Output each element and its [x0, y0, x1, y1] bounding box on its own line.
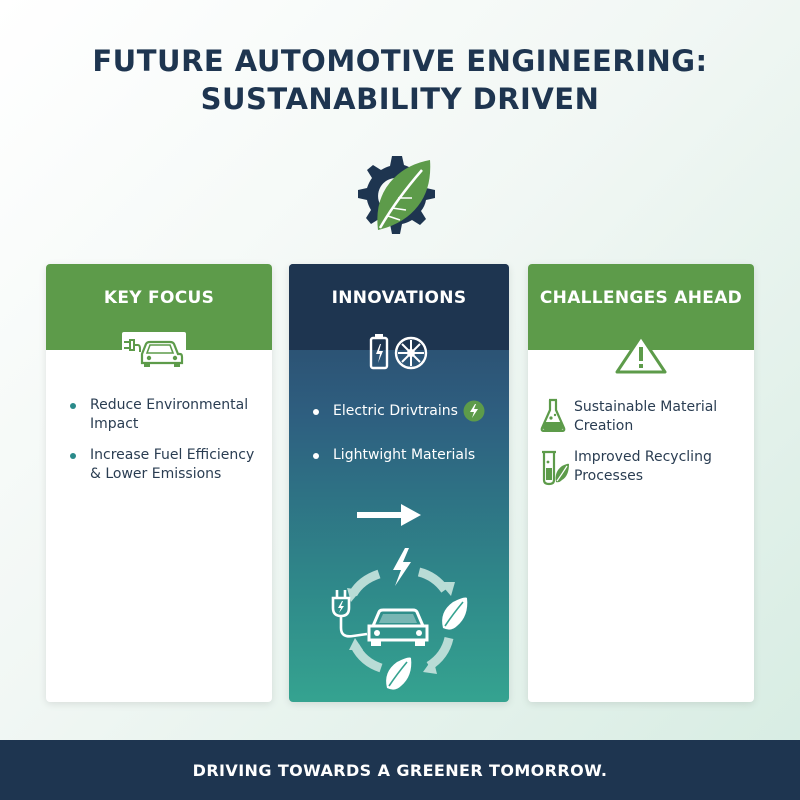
key-focus-card: KEY FOCUS Reduce Environmental Impact In… — [46, 264, 272, 702]
key-focus-list: Reduce Environmental Impact Increase Fue… — [68, 396, 264, 496]
ev-charging-cycle-icon — [331, 548, 468, 690]
innovations-card: INNOVATIONS Electric Drivtrains Lightwig… — [289, 264, 509, 702]
title-line-1: FUTURE AUTOMOTIVE ENGINEERING: — [92, 44, 708, 78]
challenges-card: CHALLENGES AHEAD Sustainable Material Cr… — [528, 264, 754, 702]
innovations-list: Electric Drivtrains Lightwight Materials — [311, 400, 501, 490]
electric-car-plug-icon — [122, 332, 186, 368]
footer-banner: DRIVING TOWARDS A GREENER TOMORROW. — [0, 740, 800, 800]
innovations-title: INNOVATIONS — [331, 288, 467, 308]
bullet-text: Reduce Environmental Impact — [90, 397, 249, 432]
arrow-right-icon — [357, 504, 421, 526]
flask-icon — [540, 398, 566, 432]
lightning-bolt-icon — [463, 400, 485, 422]
challenges-title: CHALLENGES AHEAD — [539, 288, 743, 308]
innovation-text: Electric Drivtrains — [333, 403, 458, 419]
list-item: Reduce Environmental Impact — [68, 396, 264, 434]
list-item: Improved Recycling Processes — [540, 448, 746, 498]
bullet-dot — [70, 403, 76, 409]
list-item: Sustainable Material Creation — [540, 398, 746, 448]
innovations-header: INNOVATIONS — [289, 264, 509, 350]
title-line-2: SUSTANABILITY DRIVEN — [200, 82, 600, 116]
innovation-text: Lightwight Materials — [333, 447, 476, 463]
key-focus-title: KEY FOCUS — [103, 288, 215, 308]
footer-tagline: DRIVING TOWARDS A GREENER TOMORROW. — [192, 761, 608, 780]
bullet-dot — [70, 453, 76, 459]
challenge-text: Sustainable Material Creation — [574, 399, 718, 434]
list-item: Electric Drivtrains — [311, 400, 501, 422]
gear-leaf-icon — [358, 156, 435, 234]
list-item: Lightwight Materials — [311, 446, 501, 465]
bullet-text: Increase Fuel Efficiency & Lower Emissio… — [90, 447, 255, 482]
challenge-text: Improved Recycling Processes — [574, 449, 712, 484]
challenges-list: Sustainable Material Creation Improved R… — [540, 398, 746, 498]
list-item: Increase Fuel Efficiency & Lower Emissio… — [68, 446, 264, 484]
page-title: FUTURE AUTOMOTIVE ENGINEERING: SUSTANABI… — [0, 42, 800, 118]
bullet-dot — [313, 453, 319, 459]
battery-wheel-icon — [369, 334, 428, 370]
warning-triangle-icon — [615, 334, 667, 374]
bullet-dot — [313, 409, 319, 415]
test-tube-leaf-icon — [542, 450, 569, 486]
